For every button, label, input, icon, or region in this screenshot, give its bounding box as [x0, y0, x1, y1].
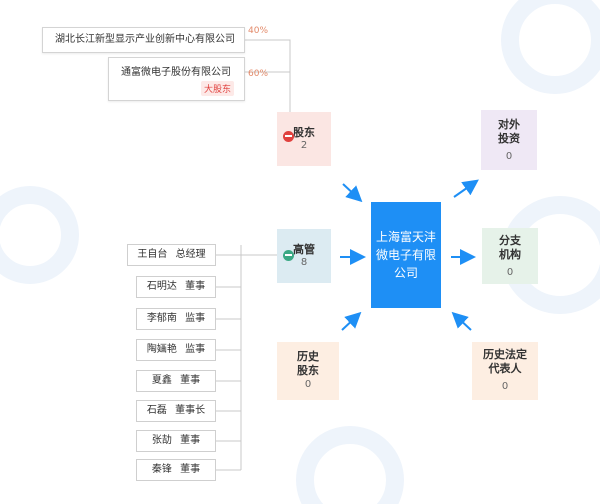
- shareholder-card-2[interactable]: 通富微电子股份有限公司 大股东: [108, 57, 245, 101]
- executive-role: 监事: [185, 344, 206, 355]
- category-label: 历史法定代表人: [483, 348, 527, 375]
- shareholder-percent: 60%: [248, 69, 269, 79]
- shareholder-name: 湖北长江新型显示产业创新中心有限公司: [55, 34, 235, 45]
- executive-card[interactable]: 陶婳艳 监事: [136, 339, 216, 361]
- company-name: 上海富天沣微电子有限公司: [375, 230, 436, 280]
- executive-role: 董事: [180, 375, 201, 386]
- shareholder-percent: 40%: [248, 26, 269, 36]
- executive-card[interactable]: 石明达 董事: [136, 276, 216, 298]
- collapse-icon[interactable]: [283, 250, 294, 261]
- arrow-shareholders: [342, 183, 363, 203]
- executive-name: 石明达: [146, 281, 177, 292]
- category-label: 对外投资: [498, 118, 520, 145]
- executive-name: 石磊: [146, 405, 167, 416]
- executive-name: 夏鑫: [151, 375, 172, 386]
- executive-role: 董事长: [175, 405, 206, 416]
- category-count: 2: [300, 140, 308, 151]
- category-count: 0: [304, 379, 312, 390]
- executive-card[interactable]: 张劼 董事: [136, 430, 216, 452]
- executive-card[interactable]: 夏鑫 董事: [136, 370, 216, 392]
- executive-card[interactable]: 王自台 总经理: [127, 244, 216, 266]
- arrow-history-shareholders: [341, 311, 362, 331]
- company-node[interactable]: 上海富天沣微电子有限公司: [371, 202, 441, 308]
- executive-name: 李郁南: [146, 313, 177, 324]
- executive-name: 秦锋: [151, 464, 172, 475]
- executive-role: 董事: [185, 281, 206, 292]
- category-label: 股东: [293, 126, 315, 139]
- collapse-icon[interactable]: [283, 131, 294, 142]
- category-label: 分支机构: [499, 234, 521, 261]
- executive-card[interactable]: 李郁南 监事: [136, 308, 216, 330]
- category-history-legal-rep[interactable]: 历史法定代表人 0: [472, 342, 538, 400]
- executive-card[interactable]: 石磊 董事长: [136, 400, 216, 422]
- executive-role: 董事: [180, 435, 201, 446]
- arrow-legal-rep: [451, 311, 472, 331]
- executive-card[interactable]: 秦锋 董事: [136, 459, 216, 481]
- category-count: 0: [506, 267, 514, 278]
- category-history-shareholders[interactable]: 历史股东 0: [277, 342, 339, 400]
- executive-name: 张劼: [151, 435, 172, 446]
- category-count: 0: [505, 151, 513, 162]
- executive-role: 董事: [180, 464, 201, 475]
- category-outbound-investment[interactable]: 对外投资 0: [481, 110, 537, 170]
- category-count: 8: [300, 257, 308, 268]
- executive-role: 监事: [185, 313, 206, 324]
- category-branches[interactable]: 分支机构 0: [482, 228, 538, 284]
- arrow-outbound-investment: [453, 179, 479, 198]
- category-label: 高管: [293, 243, 315, 256]
- executive-name: 王自台: [137, 249, 168, 260]
- shareholder-name: 通富微电子股份有限公司: [121, 67, 231, 78]
- category-label: 历史股东: [297, 350, 319, 377]
- executive-role: 总经理: [175, 249, 206, 260]
- major-shareholder-badge: 大股东: [200, 81, 234, 96]
- category-count: 0: [501, 381, 509, 392]
- shareholder-card-1[interactable]: 湖北长江新型显示产业创新中心有限公司: [42, 27, 245, 53]
- executive-name: 陶婳艳: [146, 344, 177, 355]
